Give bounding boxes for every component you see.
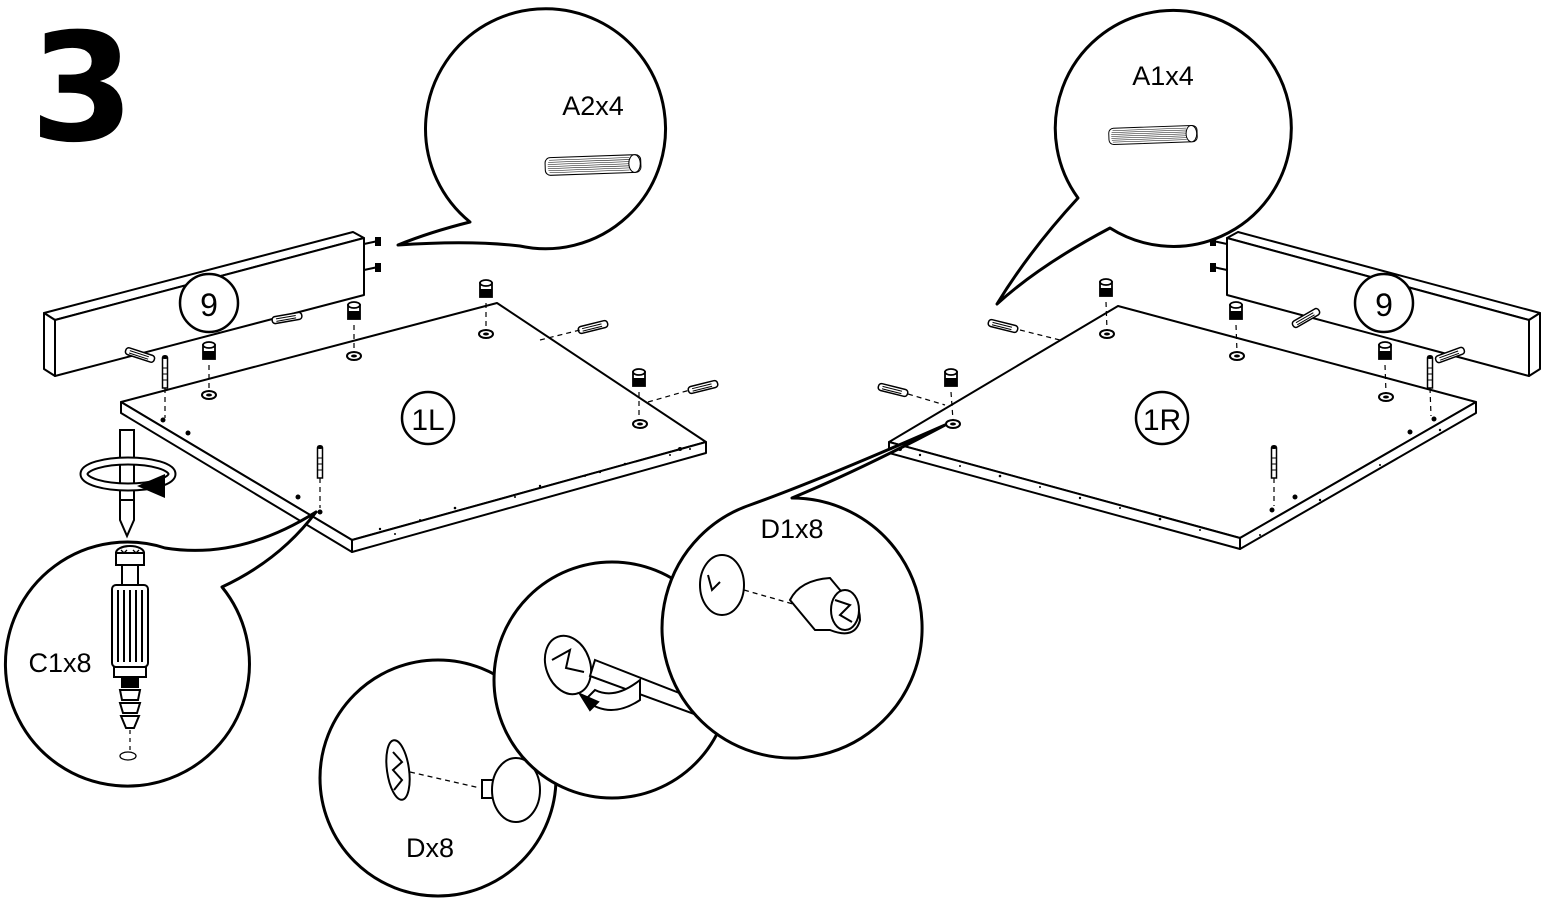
callout-dx8: Dx8 [318,658,558,898]
rail-right-badge [1353,272,1415,334]
panel-1r-badge [1134,390,1190,446]
callout-c1x8: C1x8 [3,510,318,788]
rail-left-label: 9 [200,287,218,323]
callout-d1x8-label: D1x8 [760,514,823,544]
cam-lock-icon [699,554,862,635]
right-guide-lines [907,301,1432,506]
panel-1r-edge-texture [918,428,1442,536]
callout-d1x8: D1x8 [660,423,947,760]
left-guide-lines [164,303,691,508]
callout-c1x8-label: C1x8 [28,648,91,678]
panel-1l-holes [160,417,682,515]
rail-left-pins [363,237,381,272]
panel-1l-badge [400,390,456,446]
panel-1r-label: 1R [1143,404,1181,437]
callout-a2x4-label: A2x4 [562,91,624,121]
cam-bolt-icon [111,545,149,729]
cam-disk-icon [385,739,541,823]
callout-a1x4: A1x4 [995,8,1293,306]
callout-a2x4: A2x4 [396,7,667,251]
rail-right-pins [1210,237,1228,272]
step-number: 3 [30,2,134,176]
rotate-arrow-icon [79,456,177,498]
callout-a1x4-label: A1x4 [1132,61,1194,91]
rail-right-label: 9 [1375,287,1393,323]
callout-dx8-label: Dx8 [406,833,454,863]
rail-left-badge [178,272,240,334]
panel-1l-label: 1L [411,404,444,437]
panel-1l-edge-texture [378,448,691,535]
